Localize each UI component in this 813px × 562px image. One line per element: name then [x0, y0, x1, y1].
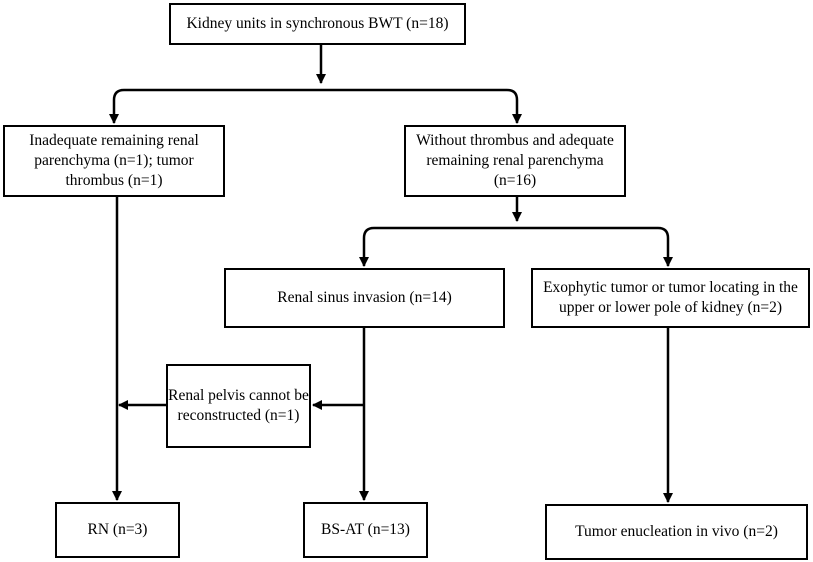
node-renal-sinus-invasion: Renal sinus invasion (n=14): [224, 268, 505, 328]
connector-without-to-exophytic: [517, 226, 673, 267]
connector-root-to-inadequate: [109, 88, 321, 124]
node-tumor-enucleation: Tumor enucleation in vivo (n=2): [545, 504, 808, 560]
node-rn: RN (n=3): [55, 502, 180, 558]
node-tumor-enucleation-label: Tumor enucleation in vivo (n=2): [575, 523, 778, 540]
node-exophytic-tumor-label: Exophytic tumor or tumor locating in the…: [543, 279, 798, 316]
connector-root-to-without-thrombus: [321, 88, 522, 124]
node-bs-at: BS-AT (n=13): [303, 502, 428, 558]
node-rn-label: RN (n=3): [87, 521, 148, 538]
node-renal-pelvis-label: Renal pelvis cannot be reconstructed (n=…: [168, 387, 309, 424]
node-bs-at-label: BS-AT (n=13): [321, 521, 410, 538]
node-inadequate-parenchyma: Inadequate remaining renal parenchyma (n…: [3, 125, 225, 197]
node-exophytic-tumor: Exophytic tumor or tumor locating in the…: [531, 268, 810, 328]
node-without-thrombus: Without thrombus and adequate remaining …: [404, 125, 626, 197]
node-kidney-units-label: Kidney units in synchronous BWT (n=18): [186, 15, 449, 32]
connector-without-to-sinus: [359, 226, 517, 267]
node-inadequate-parenchyma-label: Inadequate remaining renal parenchyma (n…: [29, 132, 199, 189]
node-renal-pelvis: Renal pelvis cannot be reconstructed (n=…: [166, 364, 311, 448]
node-kidney-units: Kidney units in synchronous BWT (n=18): [169, 3, 466, 45]
node-renal-sinus-invasion-label: Renal sinus invasion (n=14): [277, 289, 452, 306]
node-without-thrombus-label: Without thrombus and adequate remaining …: [416, 132, 614, 189]
